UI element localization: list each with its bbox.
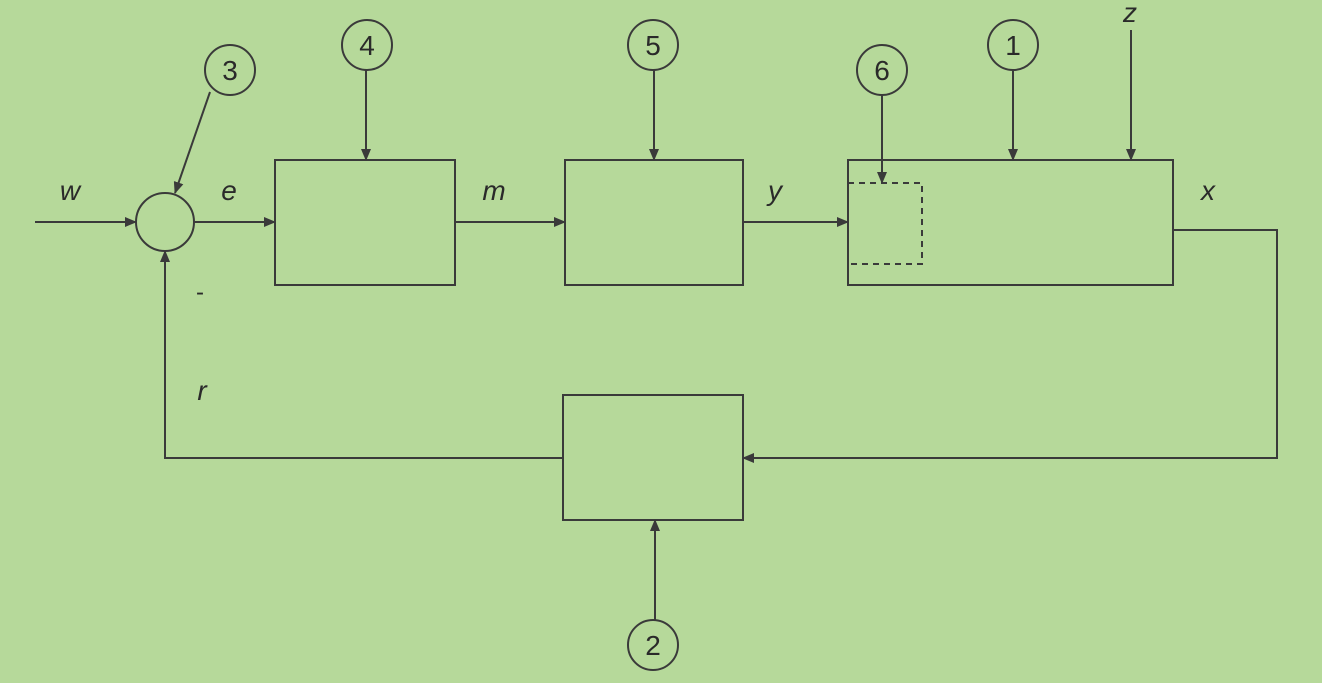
marker-4: 4 bbox=[341, 19, 393, 71]
svg-text:4: 4 bbox=[359, 30, 375, 61]
marker-5: 5 bbox=[627, 19, 679, 71]
summing-junction bbox=[135, 192, 195, 252]
signal-label-e: e bbox=[221, 175, 237, 206]
svg-text:6: 6 bbox=[874, 55, 890, 86]
signal-label-w: w bbox=[60, 175, 82, 206]
signal-label-r: r bbox=[197, 375, 208, 406]
process-block bbox=[847, 159, 1174, 286]
measuring-block bbox=[562, 394, 744, 521]
marker-3: 3 bbox=[204, 44, 256, 96]
svg-text:1: 1 bbox=[1005, 30, 1021, 61]
signal-label-y: y bbox=[766, 175, 784, 206]
marker-2: 2 bbox=[627, 619, 679, 671]
signal-label-m: m bbox=[482, 175, 505, 206]
svg-text:2: 2 bbox=[645, 630, 661, 661]
svg-text:5: 5 bbox=[645, 30, 661, 61]
final-control-element-dashed-block bbox=[847, 182, 923, 265]
marker-1: 1 bbox=[987, 19, 1039, 71]
feedback-r-line bbox=[160, 250, 563, 459]
minus-sign: - bbox=[196, 279, 204, 306]
actuator-block bbox=[564, 159, 744, 286]
signal-label-x: x bbox=[1199, 175, 1216, 206]
svg-text:3: 3 bbox=[222, 55, 238, 86]
marker-6: 6 bbox=[856, 44, 908, 96]
output-x-feedback-line bbox=[742, 229, 1278, 463]
signal-label-z: z bbox=[1122, 0, 1137, 28]
controller-block bbox=[274, 159, 456, 286]
marker-3-lead bbox=[173, 91, 211, 194]
